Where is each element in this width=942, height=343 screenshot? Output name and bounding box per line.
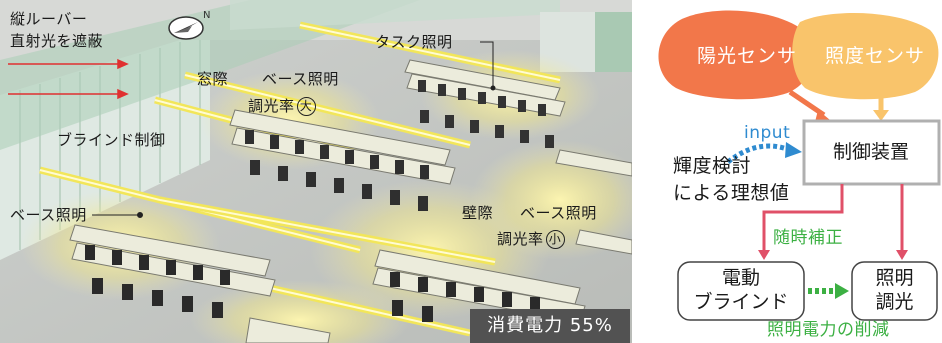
office-illustration: N <box>0 0 632 343</box>
sunlight-arrows <box>8 58 129 100</box>
base-light-label-wall: ベース照明 <box>520 204 597 222</box>
sun-sensor-blob <box>658 10 814 100</box>
dimming-large-badge: 大 <box>296 97 316 116</box>
illuminance-sensor-label: 照度センサ <box>824 44 925 67</box>
leader-lines <box>92 41 496 218</box>
input-label: input <box>744 123 791 143</box>
chairs-left <box>85 245 230 318</box>
blind-box: 電動 ブラインド <box>680 264 802 318</box>
reduction-label: 照明電力の削減 <box>767 320 890 340</box>
base-light-label-left: ベース照明 <box>10 206 87 224</box>
lighting-line2: 調光 <box>875 291 914 313</box>
louver-label-line1: 縦ルーバー <box>10 10 88 28</box>
blind-box-frame <box>677 261 805 321</box>
dimming-rate-label: 調光率 <box>497 230 544 248</box>
lighting-line1: 照明 <box>875 267 914 290</box>
correction-label: 随時補正 <box>773 228 843 248</box>
dimming-rate-window: 調光率大 <box>248 97 316 116</box>
window-side-label: 窓際 <box>197 70 229 88</box>
power-consumption-badge: 消費電力 55% <box>470 309 630 343</box>
louver-label-line2: 直射光を遮蔽 <box>10 32 104 50</box>
chairs-back <box>418 80 554 148</box>
blind-line2: ブラインド <box>693 291 789 313</box>
blind-line1: 電動 <box>721 267 760 290</box>
luminance-line1: 輝度検討 <box>673 155 752 177</box>
luminance-line2: による理想値 <box>673 182 790 204</box>
blind-control-label: ブラインド制御 <box>57 131 166 149</box>
sun-sensor-label: 陽光センサ <box>696 44 797 67</box>
illuminance-sensor-blob <box>792 12 939 100</box>
chairs-right <box>390 272 540 322</box>
desk-cluster-far-right <box>555 149 632 255</box>
chairs-middle <box>245 130 429 211</box>
control-device-frame <box>802 119 941 186</box>
control-diagram <box>658 10 941 321</box>
dimming-rate-label: 調光率 <box>248 97 295 115</box>
control-device-label: 制御装置 <box>832 141 909 164</box>
task-light-label: タスク照明 <box>375 33 453 51</box>
compass-icon: N <box>168 10 210 40</box>
dimming-rate-wall: 調光率小 <box>497 230 565 249</box>
dimming-small-badge: 小 <box>545 230 565 249</box>
svg-text:N: N <box>203 10 210 21</box>
desk-cluster-bottom <box>245 317 331 343</box>
lighting-box-frame <box>851 261 938 321</box>
wall-side-label: 壁際 <box>462 204 494 222</box>
lighting-box: 照明 調光 <box>854 264 935 318</box>
ceiling-light-strips <box>39 21 561 337</box>
base-light-label-window: ベース照明 <box>262 70 339 88</box>
